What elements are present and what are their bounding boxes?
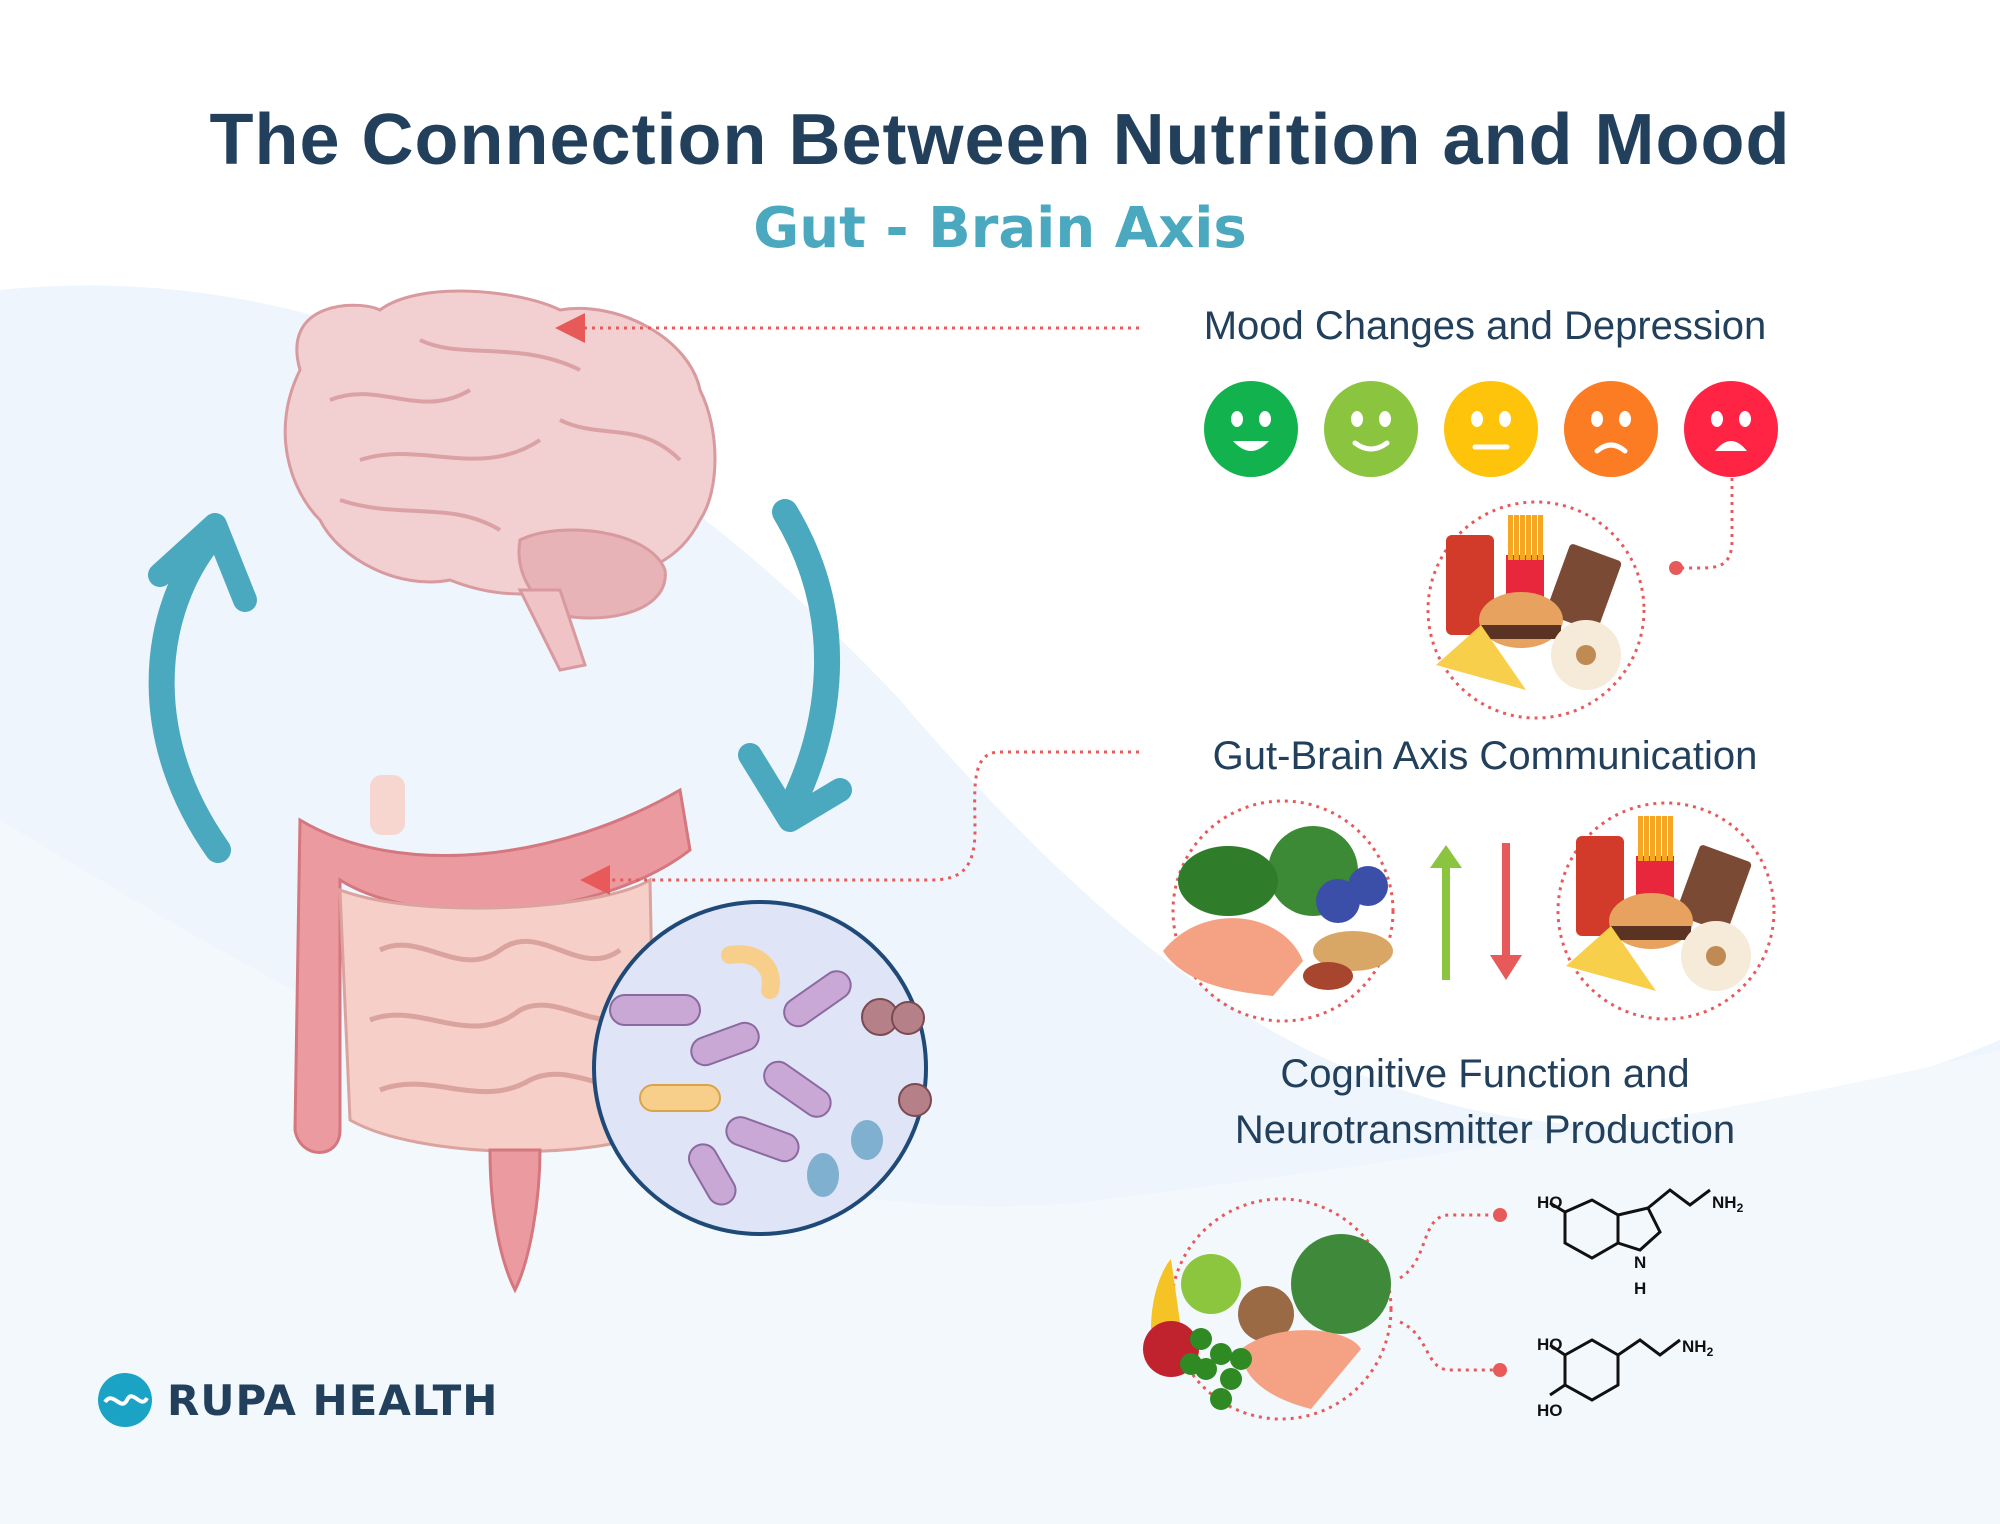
cognitive-heading-line1: Cognitive Function and <box>1280 1052 1690 1096</box>
serotonin-nh2-label: NH2 <box>1712 1193 1744 1215</box>
junk-food-circle-top <box>1426 500 1646 720</box>
healthy-food-circle-bottom <box>1143 1197 1393 1421</box>
neutral-face-icon <box>1444 381 1538 477</box>
dopamine-ho-label-top: HO <box>1537 1335 1563 1354</box>
gut-microbiome-magnifier <box>592 900 932 1236</box>
logo-text: RUPA HEALTH <box>167 1375 499 1425</box>
healthy-food-circle-middle <box>1163 799 1395 1023</box>
junk-food-circle-middle <box>1556 801 1776 1021</box>
connector-dot <box>1493 1363 1507 1377</box>
page-subtitle: Gut - Brain Axis <box>753 196 1247 261</box>
dopamine-structure <box>1549 1338 1681 1402</box>
serotonin-n-label: N <box>1634 1253 1646 1272</box>
mood-heading: Mood Changes and Depression <box>1203 304 1767 348</box>
dotted-connector-dopamine <box>1399 1320 1500 1372</box>
dotted-connector-mood <box>1676 478 1734 570</box>
very-sad-face-icon <box>1684 381 1778 477</box>
dopamine-ho-label-bottom: HO <box>1537 1401 1563 1420</box>
decrease-arrow-icon <box>1490 843 1522 980</box>
brain-illustration <box>283 289 717 672</box>
cycle-arrowhead-down <box>738 743 852 832</box>
dotted-connector-serotonin <box>1399 1213 1500 1280</box>
increase-arrow-icon <box>1430 845 1462 980</box>
dopamine-nh2-label: NH2 <box>1682 1337 1714 1359</box>
happy-face-icon <box>1324 381 1418 477</box>
cycle-arrow-down-icon <box>772 499 841 823</box>
rupa-health-logo: RUPA HEALTH <box>97 1372 498 1428</box>
serotonin-structure <box>1549 1188 1711 1260</box>
sad-face-icon <box>1564 381 1658 477</box>
connector-dot <box>1669 561 1683 575</box>
serotonin-h-label: H <box>1634 1279 1646 1298</box>
page-title: The Connection Between Nutrition and Moo… <box>209 100 1791 180</box>
cycle-arrow-up-icon <box>148 532 231 863</box>
communication-heading: Gut-Brain Axis Communication <box>1212 734 1758 778</box>
connector-dot <box>1493 1208 1507 1222</box>
cycle-arrowhead-up <box>148 513 257 612</box>
cognitive-heading-line2: Neurotransmitter Production <box>1234 1108 1736 1152</box>
dotted-connector-gut <box>580 750 1139 895</box>
very-happy-face-icon <box>1204 381 1298 477</box>
logo-icon <box>98 1373 152 1427</box>
serotonin-ho-label: HO <box>1537 1193 1563 1212</box>
